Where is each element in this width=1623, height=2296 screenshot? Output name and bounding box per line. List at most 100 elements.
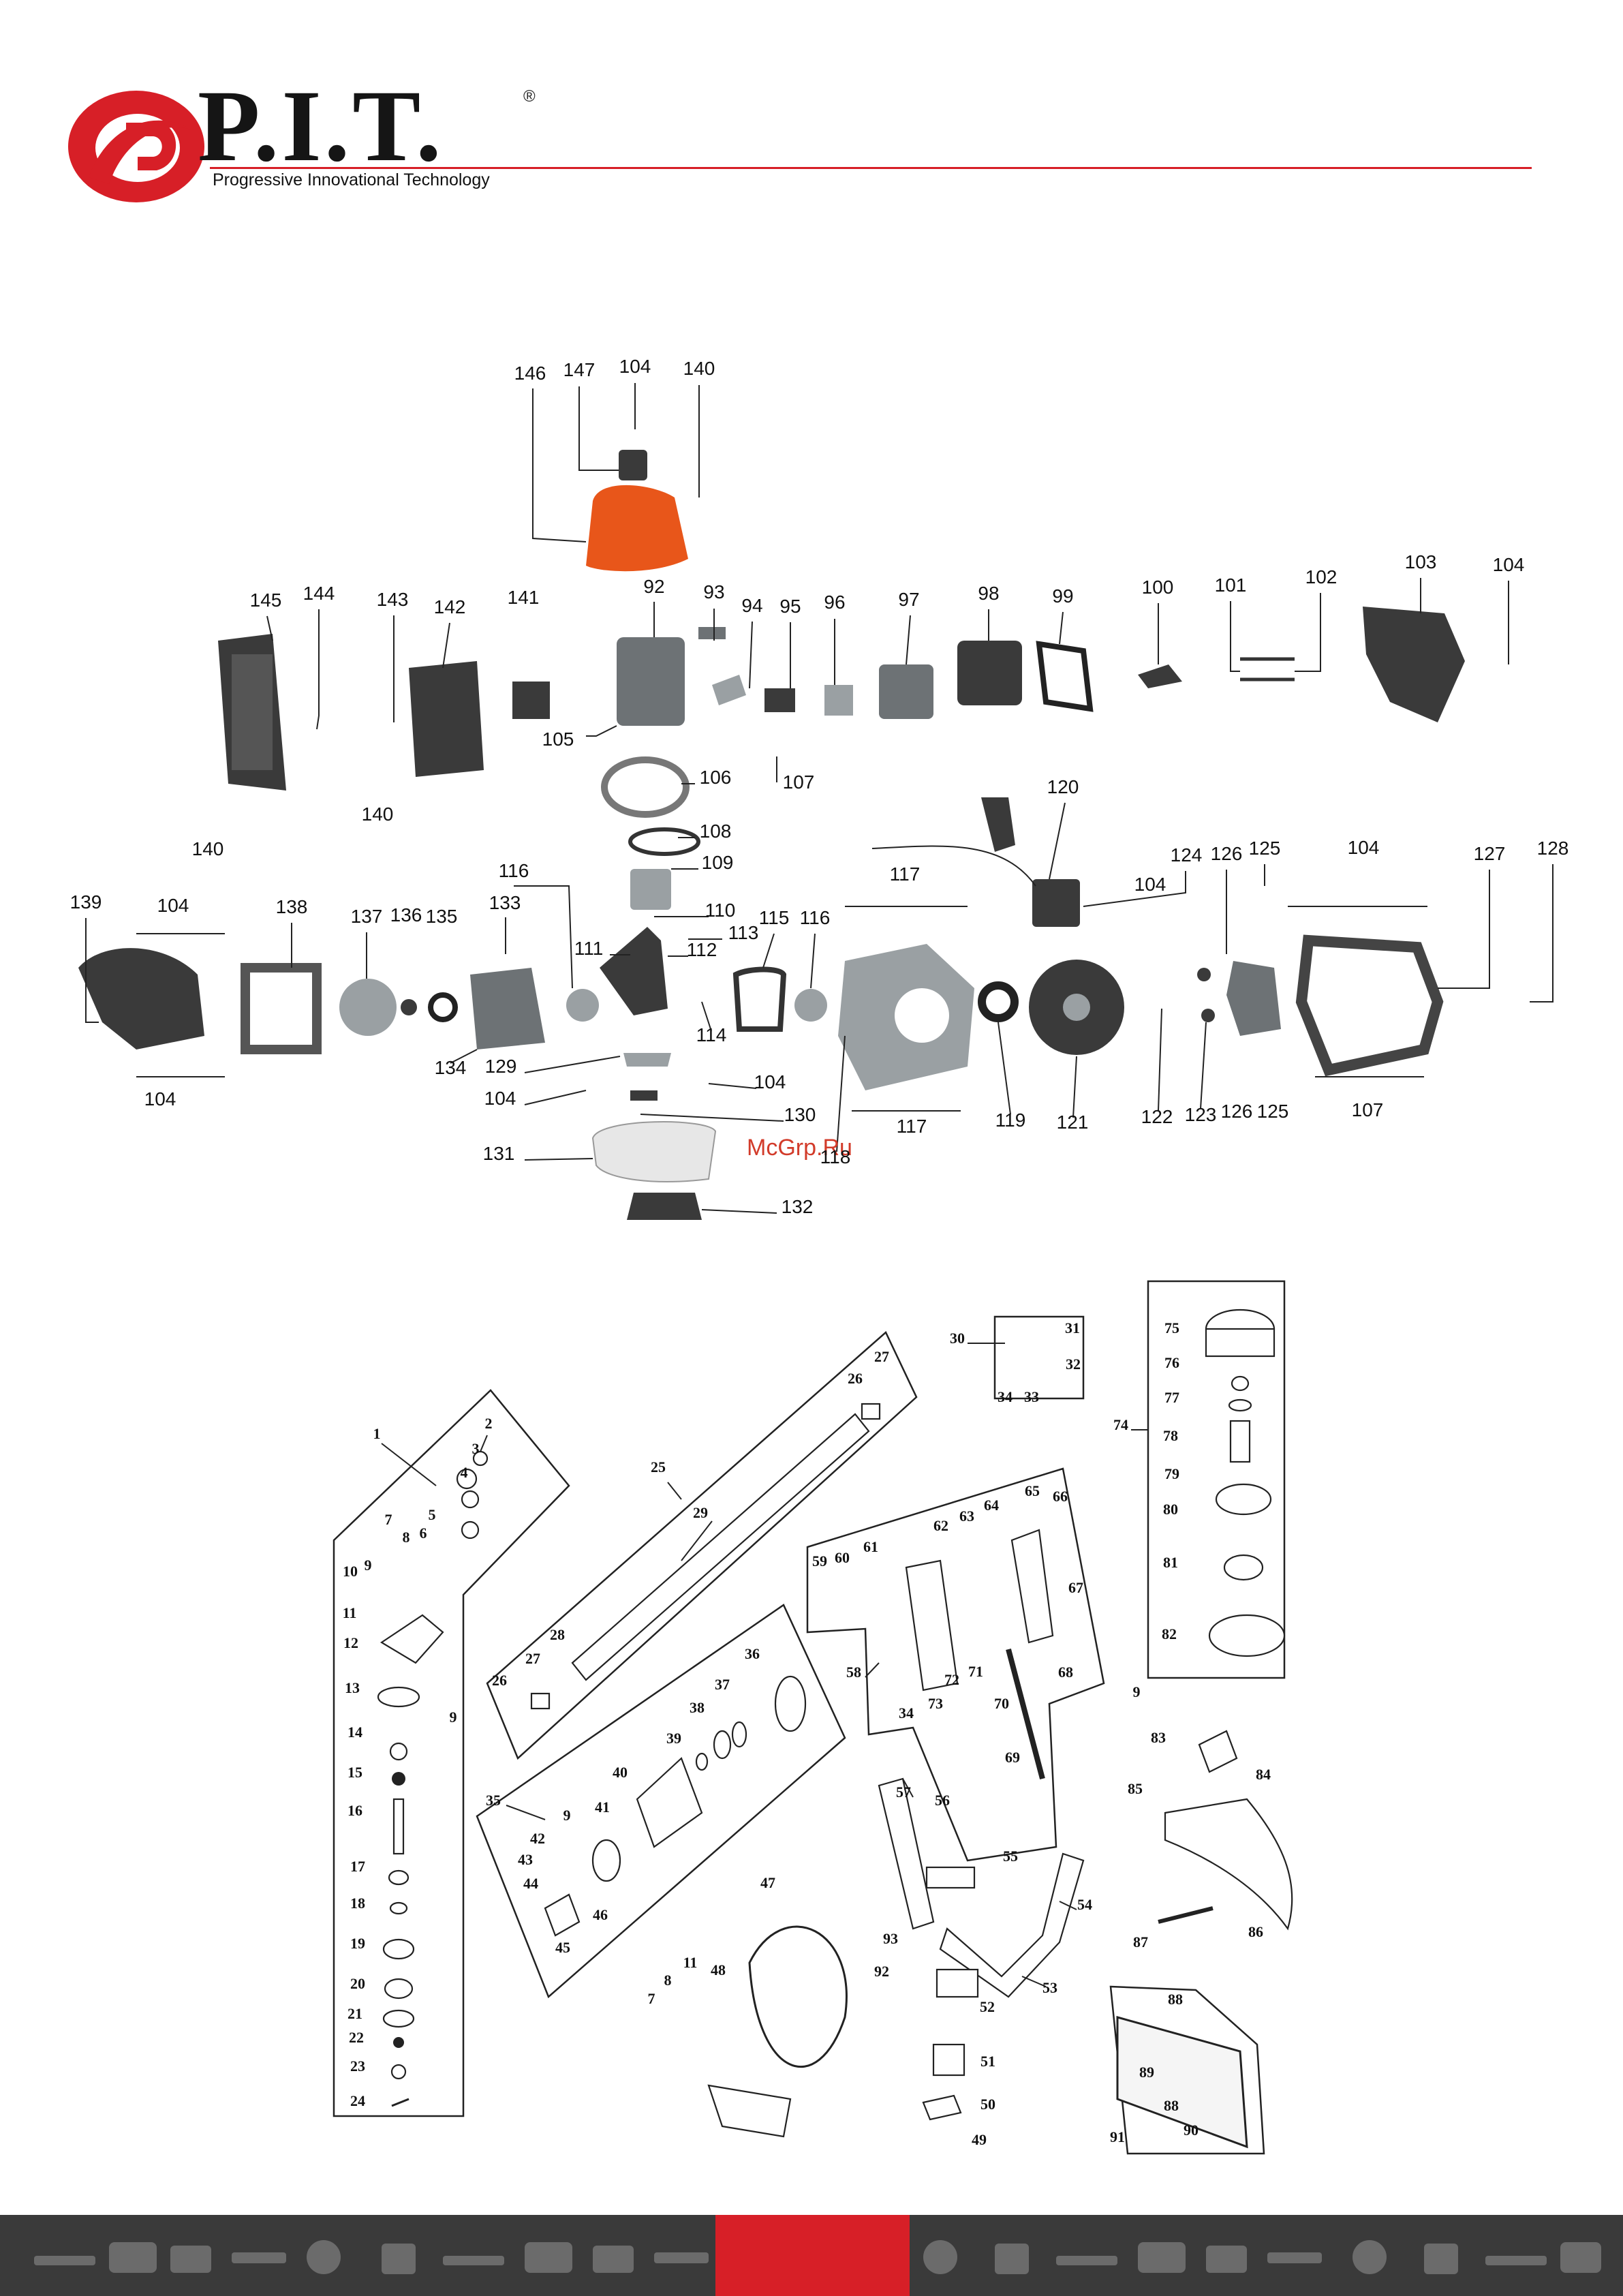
part-number-label: 128 bbox=[1537, 838, 1569, 859]
part-number-label: 12 bbox=[343, 1634, 358, 1651]
part-number-label: 76 bbox=[1164, 1354, 1179, 1371]
part-number-label: 119 bbox=[995, 1109, 1026, 1131]
part-number-label: 93 bbox=[883, 1930, 898, 1947]
part-number-label: 1 bbox=[373, 1425, 381, 1442]
part-number-label: 144 bbox=[303, 583, 335, 604]
part-number-label: 47 bbox=[760, 1874, 775, 1891]
part-number-label: 34 bbox=[998, 1388, 1013, 1405]
part-number-label: 87 bbox=[1133, 1933, 1148, 1950]
part-number-label: 120 bbox=[1047, 776, 1079, 797]
part-number-label: 6 bbox=[420, 1525, 427, 1542]
part-number-label: 112 bbox=[687, 939, 717, 960]
part-number-label: 80 bbox=[1163, 1501, 1178, 1518]
mixer-icon bbox=[923, 2240, 957, 2274]
compressor-icon bbox=[1424, 2244, 1458, 2274]
part-number-label: 9 bbox=[365, 1557, 372, 1574]
part-number-label: 125 bbox=[1249, 838, 1281, 859]
part-number-label: 41 bbox=[595, 1798, 610, 1816]
part-number-label: 117 bbox=[897, 1116, 927, 1137]
part-number-label: 140 bbox=[192, 838, 224, 859]
part-number-label: 30 bbox=[950, 1330, 965, 1347]
part-number-label: 60 bbox=[835, 1549, 850, 1566]
part-number-label: 95 bbox=[779, 596, 801, 617]
pit-logo-icon bbox=[68, 91, 204, 202]
part-number-label: 36 bbox=[745, 1645, 760, 1662]
part-number-label: 4 bbox=[461, 1464, 468, 1481]
part-number-label: 133 bbox=[489, 892, 521, 913]
welder-icon bbox=[593, 2246, 634, 2273]
part-number-label: 8 bbox=[664, 1972, 672, 1989]
part-number-label: 27 bbox=[525, 1650, 540, 1667]
part-number-label: 85 bbox=[1128, 1780, 1143, 1797]
part-number-label: 102 bbox=[1305, 566, 1338, 587]
part-number-label: 140 bbox=[362, 803, 394, 825]
part-number-label: 89 bbox=[1139, 2064, 1154, 2081]
part-number-label: 13 bbox=[345, 1679, 360, 1696]
part-number-label: 9 bbox=[563, 1807, 571, 1824]
shaft-section-boxes bbox=[333, 1280, 1286, 2155]
part-number-label: 146 bbox=[514, 363, 546, 384]
part-number-label: 127 bbox=[1474, 843, 1506, 864]
part-number-label: 7 bbox=[648, 1990, 655, 2007]
drill-icon bbox=[1485, 2256, 1547, 2265]
part-number-label: 124 bbox=[1171, 844, 1203, 866]
part-number-label: 104 bbox=[619, 356, 651, 377]
part-number-label: 46 bbox=[593, 1906, 608, 1923]
part-number-label: 42 bbox=[530, 1830, 545, 1847]
part-number-label: 70 bbox=[994, 1695, 1009, 1712]
header-rule bbox=[210, 167, 1532, 169]
part-number-label: 110 bbox=[705, 900, 736, 921]
part-number-label: 65 bbox=[1025, 1482, 1040, 1499]
part-number-label: 113 bbox=[728, 922, 759, 943]
part-number-label: 66 bbox=[1053, 1488, 1068, 1505]
part-number-label: 53 bbox=[1042, 1979, 1057, 1996]
part-number-label: 18 bbox=[350, 1895, 365, 1912]
part-number-label: 38 bbox=[690, 1699, 705, 1716]
part-number-label: 40 bbox=[613, 1764, 628, 1781]
shaft-parts bbox=[377, 1308, 1293, 2149]
part-number-label: 63 bbox=[959, 1507, 974, 1525]
part-number-label: 71 bbox=[968, 1663, 983, 1680]
part-number-label: 122 bbox=[1141, 1106, 1173, 1127]
part-number-label: 105 bbox=[542, 729, 574, 750]
part-number-label: 107 bbox=[783, 771, 815, 793]
part-number-label: 11 bbox=[683, 1954, 698, 1971]
part-number-label: 98 bbox=[978, 583, 999, 604]
part-number-label: 82 bbox=[1162, 1625, 1177, 1642]
part-number-label: 49 bbox=[972, 2131, 987, 2148]
part-number-label: 106 bbox=[700, 767, 732, 788]
part-number-label: 11 bbox=[343, 1604, 357, 1621]
part-number-label: 68 bbox=[1058, 1664, 1073, 1681]
part-number-label: 7 bbox=[385, 1511, 392, 1528]
part-number-label: 126 bbox=[1211, 843, 1243, 864]
brand-tagline: Progressive Innovational Technology bbox=[213, 170, 490, 189]
part-number-label: 19 bbox=[350, 1935, 365, 1952]
part-number-label: 72 bbox=[944, 1671, 959, 1688]
part-number-label: 16 bbox=[347, 1802, 362, 1819]
part-number-label: 14 bbox=[347, 1724, 362, 1741]
part-number-label: 79 bbox=[1164, 1465, 1179, 1482]
compressor-icon bbox=[995, 2244, 1029, 2274]
part-number-label: 94 bbox=[741, 595, 762, 616]
part-number-label: 86 bbox=[1248, 1923, 1263, 1940]
part-number-label: 22 bbox=[349, 2029, 364, 2046]
part-number-label: 57 bbox=[896, 1784, 911, 1801]
part-number-label: 45 bbox=[555, 1939, 570, 1956]
part-number-label: 96 bbox=[824, 592, 845, 613]
part-number-label: 51 bbox=[980, 2053, 995, 2070]
part-number-label: 84 bbox=[1256, 1766, 1271, 1783]
part-number-label: 136 bbox=[390, 904, 422, 925]
part-number-label: 88 bbox=[1164, 2097, 1179, 2114]
mixer-icon bbox=[307, 2240, 341, 2274]
brand-header: P.I.T. ® Progressive Innovational Techno… bbox=[61, 75, 1533, 211]
part-number-label: 9 bbox=[1133, 1683, 1141, 1700]
part-number-label: 35 bbox=[486, 1792, 501, 1809]
part-number-label: 91 bbox=[1110, 2128, 1125, 2145]
part-number-label: 116 bbox=[499, 860, 529, 881]
part-number-label: 100 bbox=[1142, 577, 1174, 598]
part-number-label: 117 bbox=[890, 863, 921, 885]
exploded-parts-diagram: McGrp.Ru 1461471041401451441431421419293… bbox=[70, 356, 1569, 2155]
saw-icon bbox=[109, 2242, 157, 2273]
part-number-label: 115 bbox=[759, 907, 790, 928]
